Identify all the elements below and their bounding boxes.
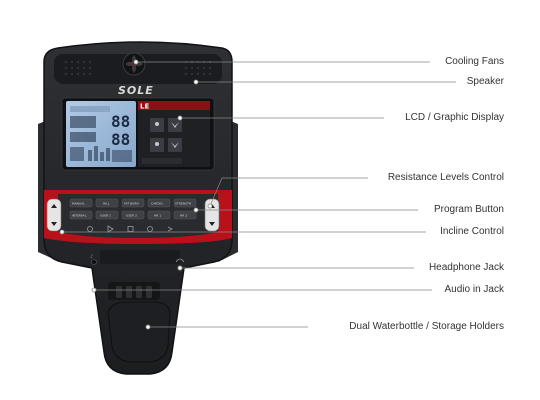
svg-text:FAT BURN: FAT BURN: [124, 202, 139, 206]
callout-incline-control: Incline Control: [440, 225, 504, 239]
program-button[interactable]: HILL: [96, 199, 118, 207]
graphic-screen: [138, 101, 210, 167]
program-button[interactable]: HR 1: [148, 211, 170, 219]
callout-cooling-fans: Cooling Fans: [445, 55, 504, 69]
lcd-readout-1: 88: [111, 112, 130, 131]
program-button[interactable]: FAT BURN: [122, 199, 144, 207]
lcd-readout-2: 88: [111, 130, 130, 149]
callout-audio-in-jack: Audio in Jack: [445, 283, 504, 297]
cooling-fan: [123, 53, 145, 75]
svg-text:CARDIO: CARDIO: [151, 202, 163, 206]
svg-text:HILL: HILL: [103, 202, 110, 206]
lower-plate: [100, 250, 180, 264]
svg-text:USER 2: USER 2: [126, 214, 137, 218]
screen-logo: LE: [140, 103, 149, 111]
brand-logo: SOLE: [118, 84, 154, 97]
callout-storage-holders: Dual Waterbottle / Storage Holders: [349, 320, 504, 334]
music-note-icon: ♪: [90, 254, 93, 260]
svg-text:HR 1: HR 1: [154, 214, 161, 218]
callout-program-button: Program Button: [434, 203, 504, 217]
callout-resistance-levels-control: Resistance Levels Control: [388, 171, 504, 185]
svg-text:HR 2: HR 2: [180, 214, 187, 218]
media-tray: [108, 282, 160, 300]
incline-control[interactable]: [47, 199, 61, 231]
program-button[interactable]: CARDIO: [148, 199, 170, 207]
program-button[interactable]: STRENGTH: [174, 199, 196, 207]
program-button[interactable]: MANUAL: [70, 199, 92, 207]
program-button[interactable]: USER 2: [122, 211, 144, 219]
svg-text:USER 1: USER 1: [100, 214, 111, 218]
svg-text:STRENGTH: STRENGTH: [175, 202, 191, 206]
program-button[interactable]: INTERVAL: [70, 211, 92, 219]
storage-holder: [108, 302, 170, 362]
callout-speaker: Speaker: [467, 75, 504, 89]
callout-lcd-graphic-display: LCD / Graphic Display: [405, 111, 504, 125]
program-button[interactable]: USER 1: [96, 211, 118, 219]
callout-headphone-jack: Headphone Jack: [429, 261, 504, 275]
audio-in-jack[interactable]: [92, 260, 97, 265]
program-button[interactable]: HR 2: [174, 211, 196, 219]
svg-text:INTERVAL: INTERVAL: [72, 214, 87, 218]
resistance-control[interactable]: [205, 199, 219, 231]
svg-text:MANUAL: MANUAL: [72, 202, 85, 206]
